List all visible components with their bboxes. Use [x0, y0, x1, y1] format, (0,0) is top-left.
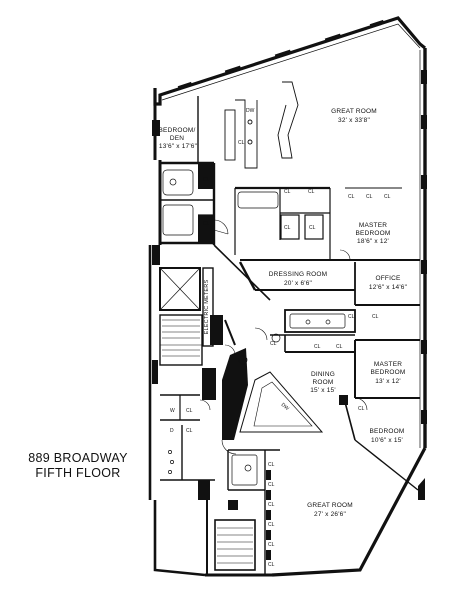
dining-room-label: DINING — [311, 371, 335, 378]
kitchen-counter-north — [224, 81, 299, 169]
bedroom-den-size: 13'6" x 17'6" — [159, 143, 198, 150]
closet-label: CL — [366, 194, 373, 200]
dressing-room-size: 20' x 6'6" — [284, 280, 313, 287]
building-name: 889 BROADWAY — [28, 451, 128, 465]
closet-label: CL — [309, 225, 316, 231]
master-bedroom-1-label-2: BEDROOM — [356, 230, 391, 237]
bedroom-size: 10'6" x 15' — [371, 437, 403, 444]
door-swings — [199, 219, 368, 455]
closet-label: CL — [284, 225, 291, 231]
master-bedroom-2-label: MASTER — [374, 361, 402, 368]
closet-label: CL — [348, 194, 355, 200]
closet-label: CL — [336, 344, 343, 350]
closet-label: CL — [358, 406, 365, 412]
washer-label: W — [170, 408, 175, 414]
office-label: OFFICE — [375, 275, 400, 282]
dining-room-label-2: ROOM — [312, 379, 333, 386]
great-room-south-label: GREAT ROOM — [307, 502, 353, 509]
exterior-walls — [148, 16, 427, 577]
closet-label: CL — [268, 482, 275, 488]
closet-label: CL — [384, 194, 391, 200]
window-marks — [177, 19, 427, 500]
closet-label: CL — [186, 408, 193, 414]
dressing-room-label: DRESSING ROOM — [269, 271, 328, 278]
closet-label: CL — [268, 562, 275, 568]
closet-label: CL — [268, 522, 275, 528]
master-bedroom-2-size: 13' x 12' — [375, 378, 401, 385]
closet-label: CL — [308, 189, 315, 195]
master-bedroom-1-size: 18'6" x 12' — [357, 238, 389, 245]
closet-label: CL — [270, 341, 277, 347]
closet-label: CL — [186, 428, 193, 434]
dining-room-size: 15' x 15' — [310, 387, 336, 394]
closet-label: CL — [268, 542, 275, 548]
floor-name: FIFTH FLOOR — [35, 466, 121, 480]
master-bedroom-1-label: MASTER — [359, 222, 387, 229]
stair-treads — [162, 319, 253, 564]
dishwasher-label: DW — [246, 108, 255, 114]
bath-fixtures — [162, 169, 346, 486]
master-bedroom-2-label-2: BEDROOM — [371, 369, 406, 376]
fixture-labels: CL CL CL CL CL CL CL CL CL CL CL CL CL C… — [170, 108, 391, 568]
electric-meters-label: ELECTRIC METERS — [204, 280, 210, 335]
bedroom-den-label: BEDROOM/ — [159, 127, 196, 134]
great-room-north-label: GREAT ROOM — [331, 108, 377, 115]
wall-blocks — [152, 120, 348, 560]
closet-label: CL — [268, 462, 275, 468]
dryer-label: D — [170, 428, 174, 434]
bedroom-den-label-2: DEN — [170, 135, 184, 142]
closet-label: CL — [284, 189, 291, 195]
room-labels: BEDROOM/ DEN 13'6" x 17'6" GREAT ROOM 32… — [159, 108, 408, 518]
dishwasher-label: DW — [280, 402, 290, 412]
great-room-north-size: 32' x 33'8" — [338, 117, 370, 124]
closet-label: CL — [238, 140, 245, 146]
closet-label: CL — [372, 314, 379, 320]
closet-label: CL — [203, 177, 210, 183]
office-size: 12'6" x 14'6" — [369, 284, 408, 291]
kitchen-island — [239, 371, 324, 433]
closet-label: CL — [314, 344, 321, 350]
closet-label: CL — [268, 502, 275, 508]
closet-label: CL — [203, 221, 210, 227]
closet-label: CL — [348, 314, 355, 320]
great-room-south-size: 27' x 26'6" — [314, 511, 346, 518]
bedroom-label: BEDROOM — [370, 428, 405, 435]
